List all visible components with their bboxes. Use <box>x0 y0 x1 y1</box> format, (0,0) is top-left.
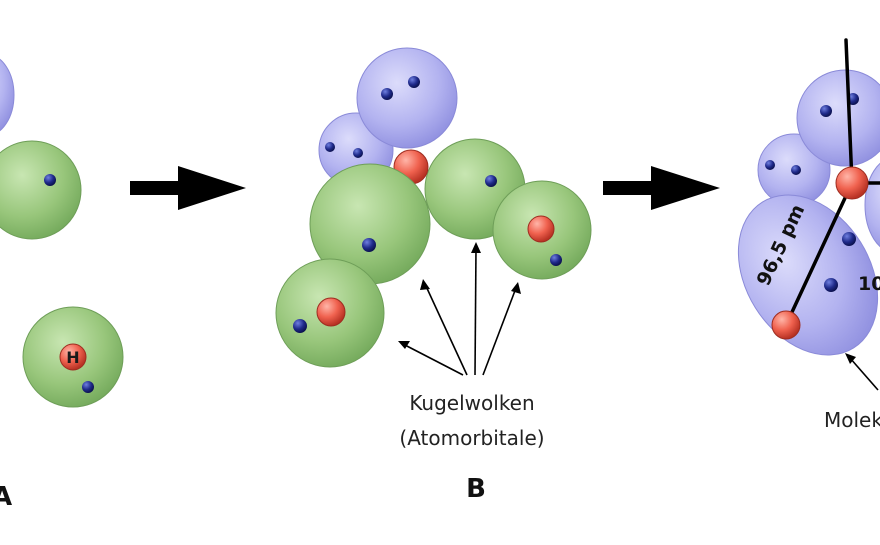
pointer-arrow <box>849 357 879 391</box>
blue-orbital-cloud <box>864 162 880 248</box>
right-arrow-icon <box>130 166 246 210</box>
electron <box>791 165 801 175</box>
hydrogen-nucleus <box>771 310 801 340</box>
panel-label-a: A <box>0 482 12 512</box>
electron <box>293 319 307 333</box>
bond-angle-label: 10 <box>858 273 880 295</box>
arrowheads <box>398 242 521 349</box>
electron <box>362 238 376 252</box>
molecular-orbital <box>737 194 879 356</box>
blue-orbital-cloud <box>0 58 15 132</box>
caption-line-1: Kugelwolken <box>409 391 534 415</box>
electron <box>765 160 775 170</box>
hydrogen-nucleus <box>59 343 87 371</box>
panel-label-b: B <box>466 474 486 504</box>
hydrogen-symbol: H <box>66 348 79 367</box>
right-arrow-icon <box>603 166 720 210</box>
electron <box>550 254 562 266</box>
oxygen-nucleus <box>835 166 869 200</box>
electron <box>824 278 838 292</box>
electron <box>381 88 393 100</box>
electron <box>44 174 56 186</box>
caption-line-2: (Atomorbitale) <box>399 426 544 450</box>
pointer-arrows <box>402 247 517 376</box>
blue-orbital-cloud <box>796 69 880 167</box>
caption-partial: Molek <box>824 408 880 432</box>
electron <box>82 381 94 393</box>
electron <box>820 105 832 117</box>
electron <box>485 175 497 187</box>
electron <box>353 148 363 158</box>
hydrogen-nucleus <box>527 215 555 243</box>
hydrogen-nucleus <box>316 297 346 327</box>
blue-orbital-cloud <box>356 47 458 149</box>
electron <box>842 232 856 246</box>
arrowhead <box>845 353 856 364</box>
panel-c: 96,5 pm 10 Molek <box>737 38 880 432</box>
panel-a: H A <box>0 58 124 512</box>
electron <box>325 142 335 152</box>
electron <box>408 76 420 88</box>
green-orbital-cloud <box>0 140 82 240</box>
panel-b: Kugelwolken (Atomorbitale) B <box>275 47 592 504</box>
